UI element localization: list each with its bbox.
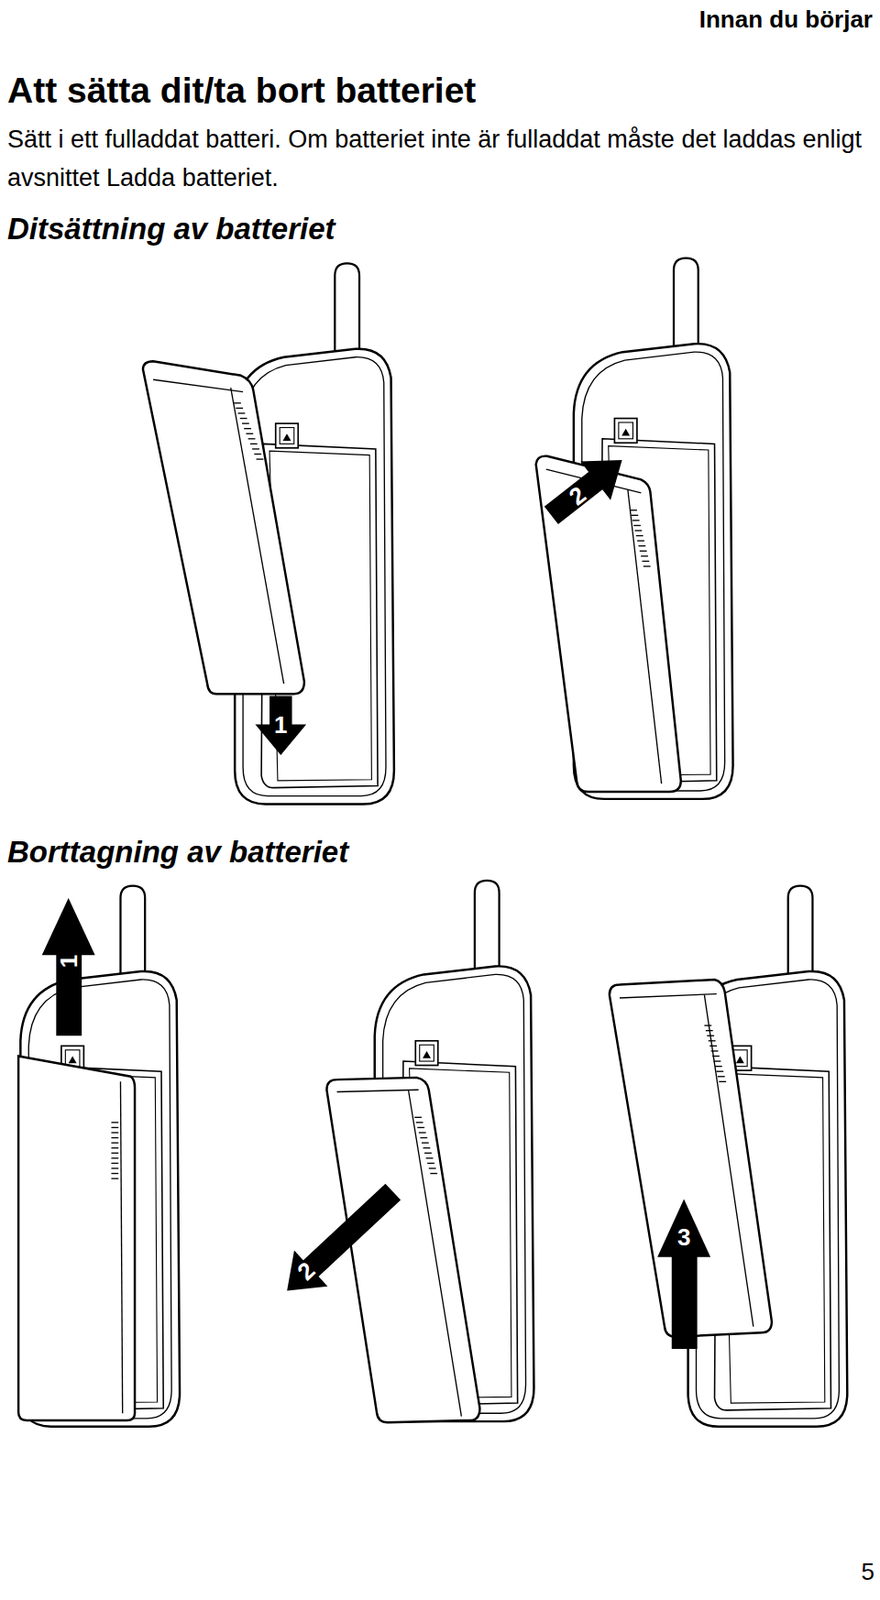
callout-number: 1	[56, 955, 81, 968]
callout-number: 1	[274, 713, 287, 737]
callout-number: 3	[677, 1225, 691, 1250]
running-header: Innan du börjar	[699, 5, 873, 34]
page-number: 5	[861, 1558, 875, 1587]
section-heading: Borttagning av batteriet	[7, 834, 349, 871]
body-text: Sätt i ett fulladdat batteri. Om batteri…	[7, 121, 869, 198]
section-heading: Ditsättning av batteriet	[7, 210, 336, 248]
page-title: Att sätta dit/ta bort batteriet	[7, 69, 476, 113]
